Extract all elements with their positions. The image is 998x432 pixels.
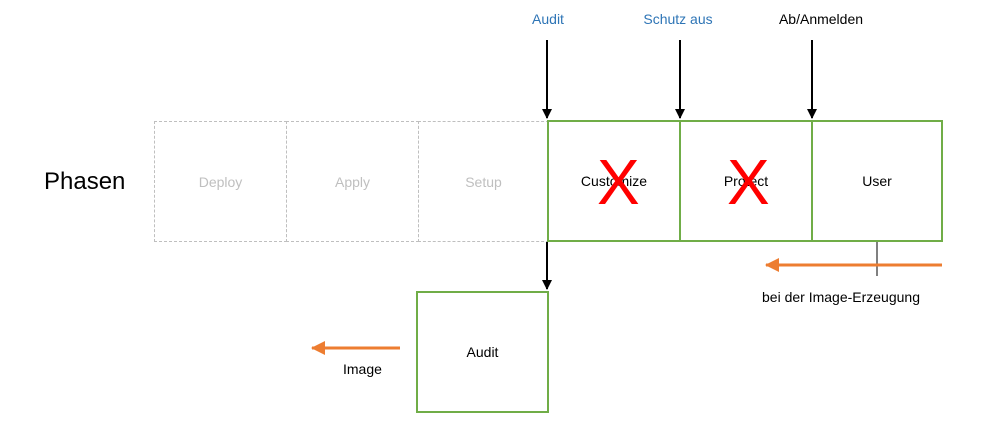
phase-deploy: Deploy (154, 121, 287, 242)
audit-box: Audit (416, 291, 549, 413)
phase-user: User (811, 120, 943, 242)
disabled-x-customize: X (597, 146, 640, 218)
phase-setup: Setup (418, 121, 549, 242)
image-arrow-label: Image (343, 361, 382, 377)
row-label-phasen: Phasen (44, 168, 126, 195)
marker-label-schutz-aus: Schutz aus (643, 11, 713, 27)
creation-arrow-label: bei der Image-Erzeugung (762, 289, 920, 305)
disabled-x-protect: X (727, 146, 770, 218)
phase-apply: Apply (286, 121, 419, 242)
phase-customize: Customize (547, 120, 681, 242)
marker-label-audit: Audit (532, 11, 564, 27)
phase-protect-label: Protect (723, 173, 769, 189)
phase-setup-label: Setup (465, 173, 502, 190)
marker-label-anmelden: Ab/Anmelden (778, 11, 864, 27)
audit-box-label: Audit (466, 344, 499, 360)
phase-user-label: User (862, 173, 892, 189)
phase-apply-label: Apply (334, 173, 371, 190)
phase-customize-label: Customize (580, 173, 648, 189)
phase-deploy-label: Deploy (198, 173, 243, 190)
